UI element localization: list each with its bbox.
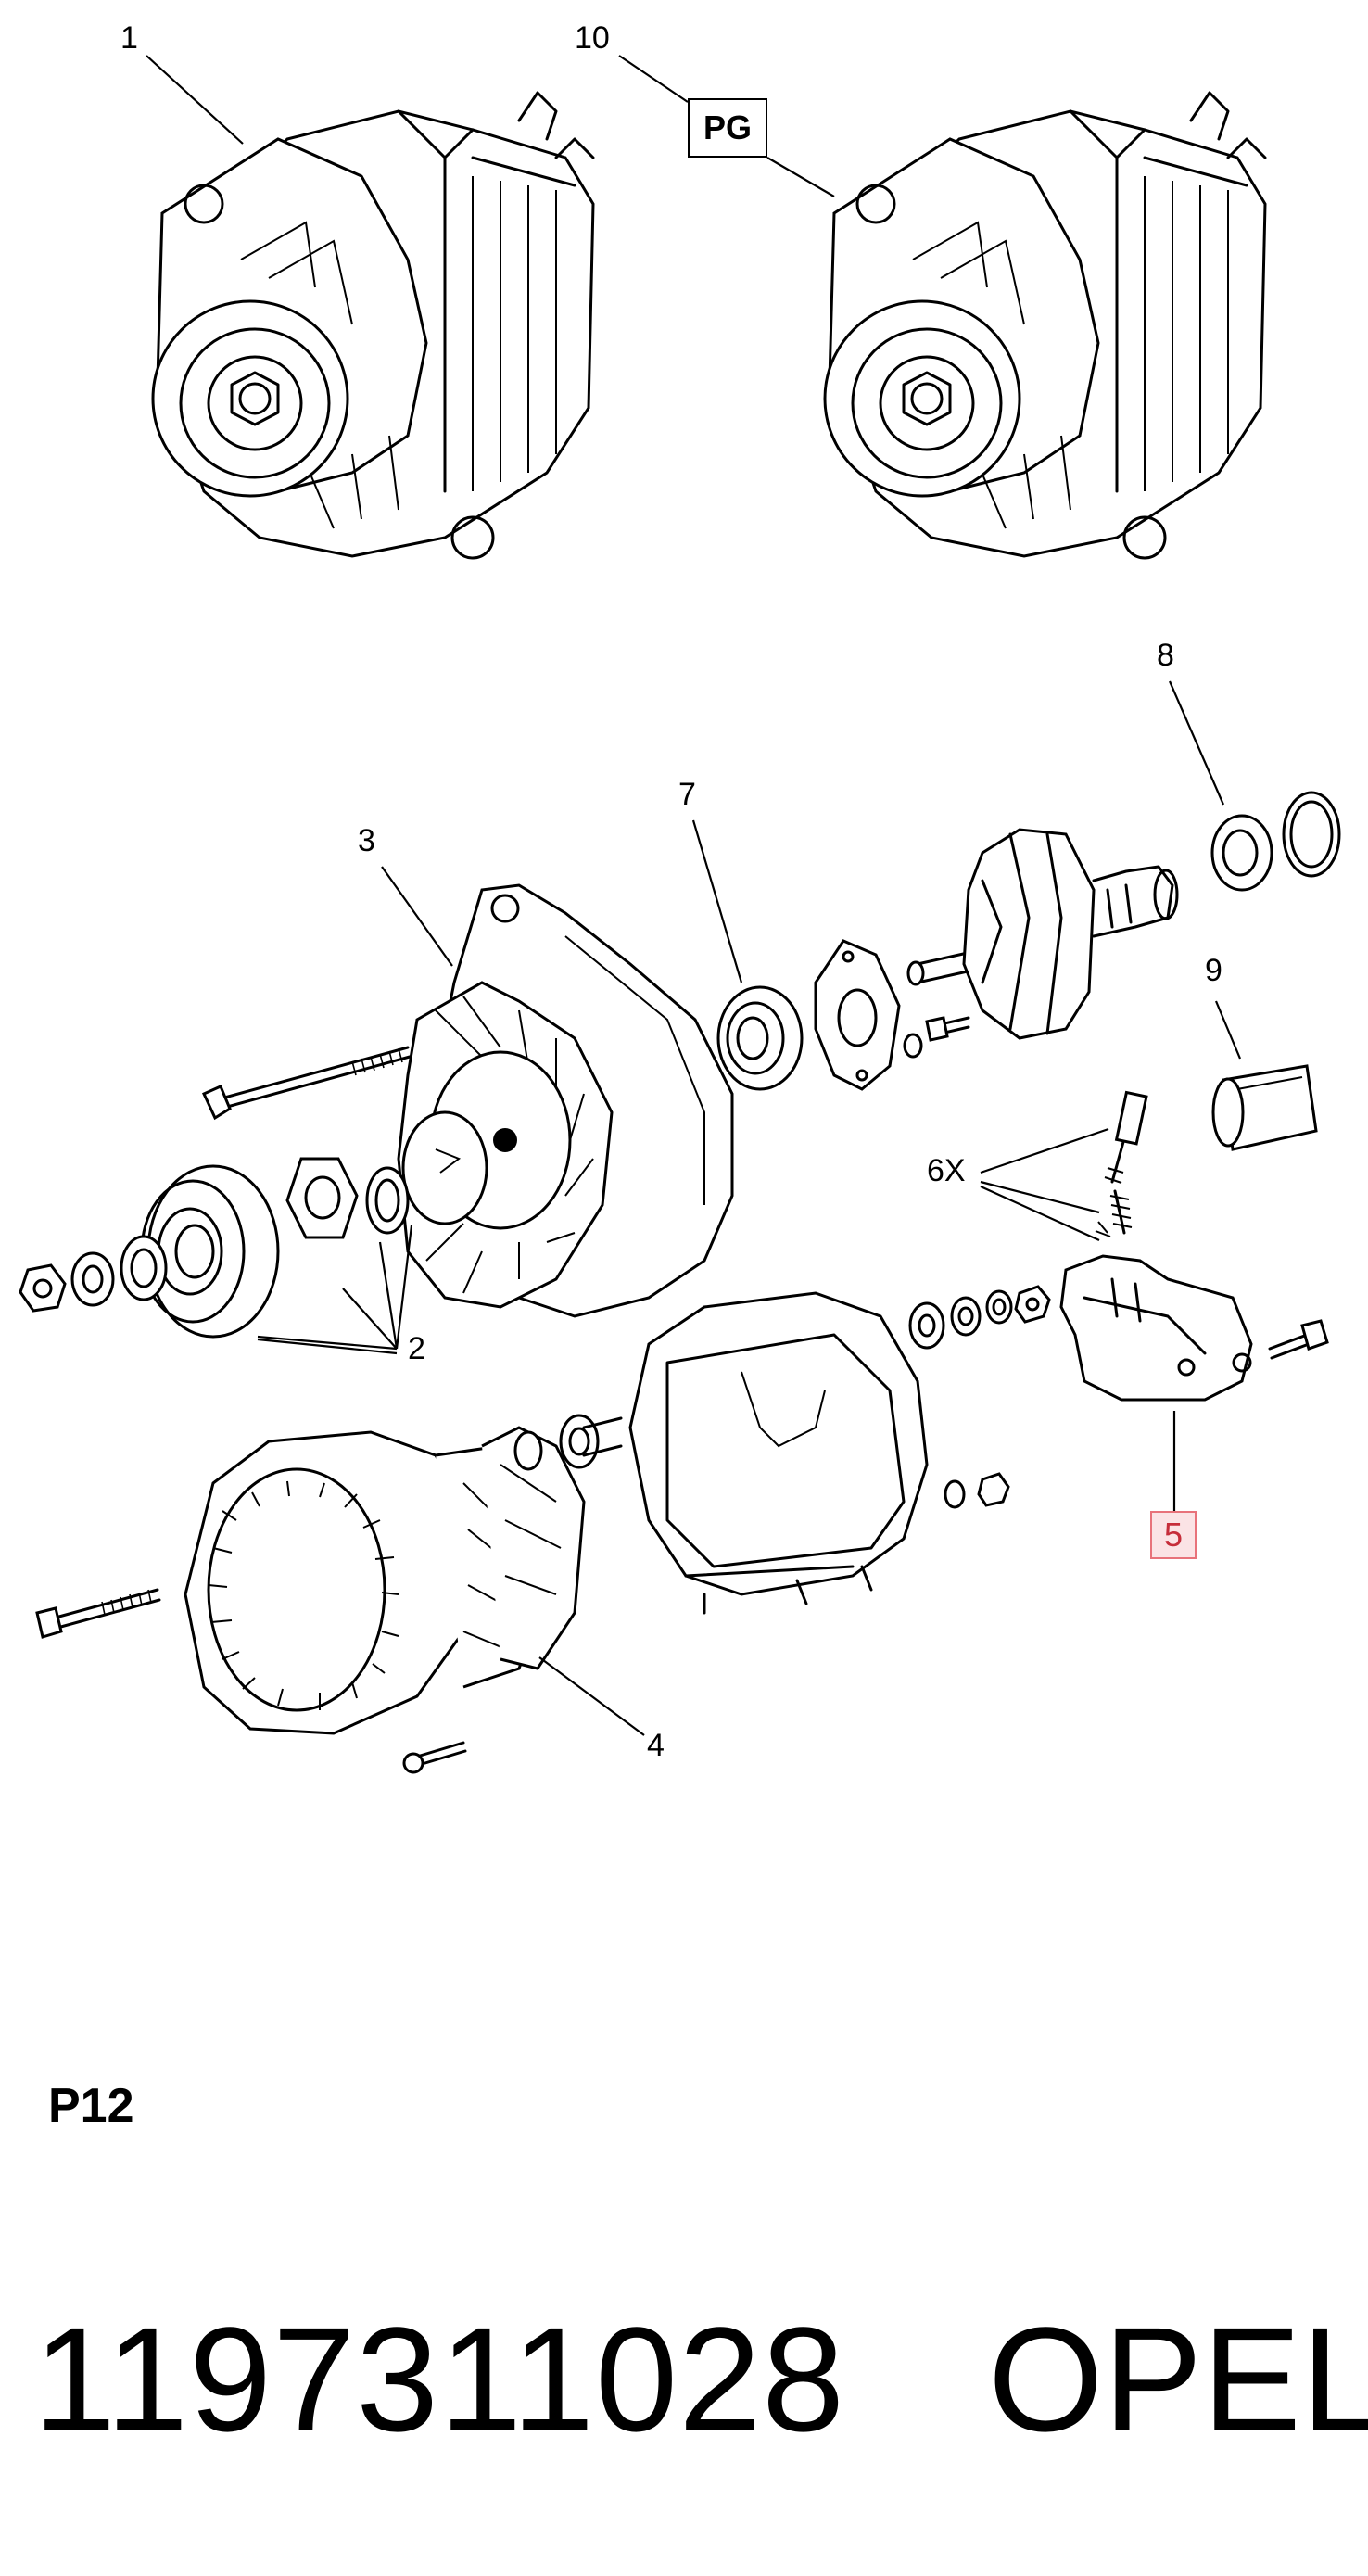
terminal-washers-drawing (908, 1285, 1051, 1509)
rotor-retaining-screws-drawing (903, 1016, 970, 1059)
rotor-drawing (906, 828, 1179, 1040)
small-screw-drawing (402, 1741, 467, 1774)
slip-ring-end-housing-drawing (628, 1291, 929, 1615)
callout-pg-box: PG (688, 98, 767, 158)
brushes-and-springs-drawing (1095, 1090, 1148, 1237)
slip-ring-bearing-drawing (1210, 791, 1341, 892)
drive-end-bearing-drawing (716, 939, 901, 1091)
pulley-and-washers-drawing (19, 1157, 410, 1339)
part-number: 1197311028 (33, 2296, 846, 2462)
callout-3: 3 (358, 823, 375, 858)
drive-end-housing-drawing (397, 883, 734, 1318)
stator-bolt-drawing (35, 1588, 161, 1639)
alternator-assembly-drawing (151, 91, 595, 560)
callout-9: 9 (1205, 953, 1222, 988)
callout-7: 7 (678, 777, 696, 812)
alternator-variant-drawing (823, 91, 1267, 560)
leader-lines (146, 55, 1242, 1736)
through-bolt-drawing (202, 1046, 412, 1121)
page-code: P12 (48, 2079, 134, 2133)
callout-6x: 6X (927, 1153, 966, 1188)
bearing-sleeve-drawing (1211, 1064, 1318, 1151)
callout-5-highlighted[interactable]: 5 (1150, 1511, 1197, 1559)
callout-2: 2 (408, 1331, 425, 1366)
voltage-regulator-drawing (1059, 1254, 1329, 1402)
callout-8: 8 (1157, 638, 1174, 673)
rectifier-plate-drawing (481, 1426, 586, 1670)
callout-10: 10 (575, 20, 610, 56)
callout-4: 4 (647, 1728, 665, 1763)
exploded-parts-diagram (19, 55, 1341, 1774)
spacer-and-washer-drawing (513, 1414, 623, 1471)
brand-name: OPEL (988, 2296, 1368, 2462)
callout-1: 1 (120, 20, 138, 56)
